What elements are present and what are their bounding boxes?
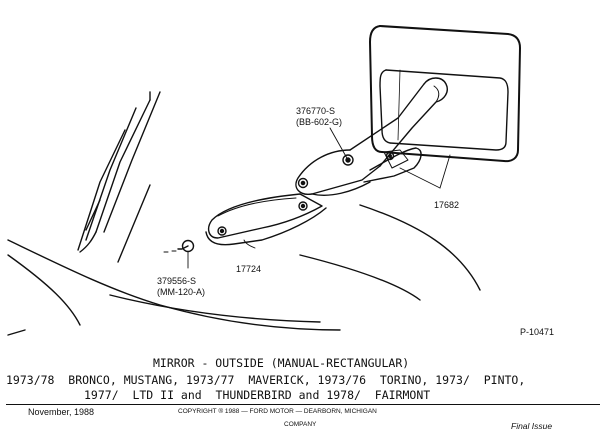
callout-mirror-part-number: 17682	[434, 200, 460, 210]
leader-lines	[187, 127, 451, 269]
footer-copyright: COPYRIGHT ® 1988 — FORD MOTOR — DEARBORN…	[178, 408, 377, 415]
mirror-head	[369, 25, 521, 163]
callout-screw-code: (MM-120-A)	[157, 287, 206, 297]
callout-bracket-part-number: 17724	[236, 264, 262, 274]
door-frame-lines	[7, 91, 481, 336]
footer-status: Final Issue	[511, 421, 553, 431]
footer-company: COMPANY	[284, 421, 317, 428]
callout-bolt-code: (BB-602-G)	[296, 117, 343, 127]
callout-bolt-part-number: 376770-S	[296, 106, 336, 116]
diagram-title: MIRROR - OUTSIDE (MANUAL-RECTANGULAR)	[153, 356, 410, 370]
fasteners	[163, 151, 395, 253]
figure-id: P-10471	[520, 327, 555, 337]
footer-divider	[6, 404, 600, 405]
applicability-line-1: 1973/78 BRONCO, MUSTANG, 1973/77 MAVERIC…	[6, 373, 526, 387]
base-bracket	[205, 193, 327, 246]
applicability-line-2: 1977/ LTD II and THUNDERBIRD and 1978/ F…	[84, 388, 431, 402]
callout-screw-part-number: 379556-S	[157, 276, 197, 286]
footer-date: November, 1988	[28, 407, 95, 417]
mirror-arm	[295, 77, 448, 196]
